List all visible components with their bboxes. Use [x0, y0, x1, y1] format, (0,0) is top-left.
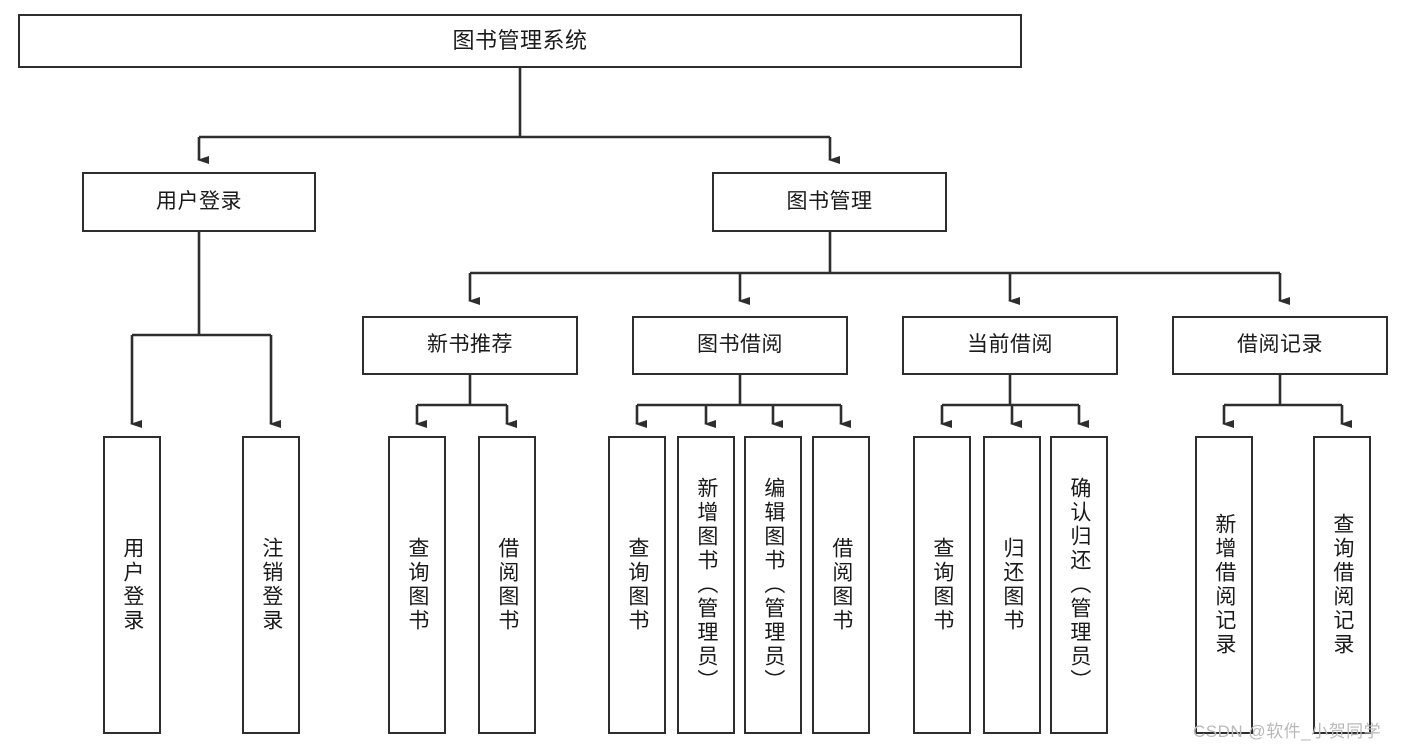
node-leaf-confirm-return[interactable]: 确认归还（管理员） [1050, 436, 1108, 734]
node-leaf-borrow-book-1[interactable]: 借阅图书 [478, 436, 536, 734]
node-leaf-return-book[interactable]: 归还图书 [983, 436, 1041, 734]
node-leaf-query-book-3[interactable]: 查询图书 [913, 436, 971, 734]
node-leaf-user-logout-label: 注销登录 [259, 537, 283, 633]
node-new-book-recommend[interactable]: 新书推荐 [362, 316, 578, 375]
node-leaf-query-book-2[interactable]: 查询图书 [608, 436, 666, 734]
node-current-borrow-label: 当前借阅 [967, 333, 1053, 357]
node-root-label: 图书管理系统 [452, 28, 588, 54]
node-leaf-return-book-label: 归还图书 [1000, 537, 1024, 633]
node-leaf-add-book-label: 新增图书（管理员） [694, 477, 718, 693]
node-leaf-edit-book-label: 编辑图书（管理员） [761, 477, 785, 693]
node-leaf-query-record-label: 查询借阅记录 [1330, 513, 1354, 657]
node-book-manage[interactable]: 图书管理 [712, 172, 947, 232]
node-leaf-borrow-book-1-label: 借阅图书 [495, 537, 519, 633]
node-leaf-borrow-book-2[interactable]: 借阅图书 [812, 436, 870, 734]
node-leaf-query-record[interactable]: 查询借阅记录 [1313, 436, 1371, 734]
watermark: CSDN @软件_小贺同学 [1193, 722, 1382, 741]
node-book-borrow[interactable]: 图书借阅 [632, 316, 848, 375]
node-leaf-query-book-1[interactable]: 查询图书 [388, 436, 446, 734]
node-book-manage-label: 图书管理 [786, 189, 873, 213]
node-leaf-confirm-return-label: 确认归还（管理员） [1067, 477, 1091, 693]
node-leaf-user-login[interactable]: 用户登录 [103, 436, 161, 734]
node-borrow-record-label: 借阅记录 [1237, 333, 1323, 357]
node-current-borrow[interactable]: 当前借阅 [902, 316, 1118, 375]
node-leaf-query-book-1-label: 查询图书 [405, 537, 429, 633]
node-root[interactable]: 图书管理系统 [18, 14, 1022, 68]
node-leaf-add-record-label: 新增借阅记录 [1212, 513, 1236, 657]
node-leaf-edit-book[interactable]: 编辑图书（管理员） [744, 436, 802, 734]
node-new-book-recommend-label: 新书推荐 [427, 333, 513, 357]
node-leaf-borrow-book-2-label: 借阅图书 [829, 537, 853, 633]
node-user-login-label: 用户登录 [156, 189, 242, 213]
node-book-borrow-label: 图书借阅 [697, 333, 783, 357]
node-leaf-add-record[interactable]: 新增借阅记录 [1195, 436, 1253, 734]
node-borrow-record[interactable]: 借阅记录 [1172, 316, 1388, 375]
node-leaf-query-book-2-label: 查询图书 [625, 537, 649, 633]
node-leaf-user-login-label: 用户登录 [120, 537, 144, 633]
node-user-login[interactable]: 用户登录 [82, 172, 316, 232]
node-leaf-user-logout[interactable]: 注销登录 [242, 436, 300, 734]
node-leaf-query-book-3-label: 查询图书 [930, 537, 954, 633]
node-leaf-add-book[interactable]: 新增图书（管理员） [677, 436, 735, 734]
